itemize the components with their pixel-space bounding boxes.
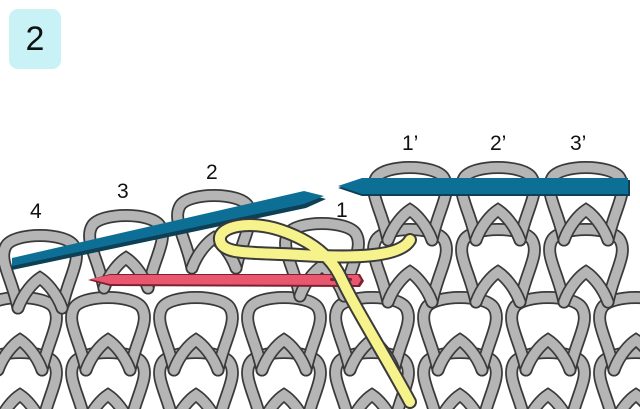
stitch-label-2: 2 — [206, 161, 218, 184]
step-number: 2 — [25, 20, 45, 58]
fabric-stitch-row2 — [72, 298, 145, 371]
fabric-stitch-row2 — [424, 298, 497, 371]
tapestry-needle — [88, 274, 364, 287]
stitch-label-4: 4 — [30, 200, 42, 223]
fabric-stitch-row2 — [160, 298, 233, 371]
left-needle — [12, 191, 326, 270]
stitch-label-3: 3 — [117, 180, 129, 203]
fabric-stitch-row2 — [512, 298, 585, 371]
knitted-fabric — [0, 168, 640, 409]
stitch-label-2-prime: 2’ — [490, 132, 507, 155]
stitch-label-1-prime: 1’ — [402, 132, 419, 155]
fabric-stitch-row2 — [600, 298, 640, 371]
step-badge: 2 — [9, 9, 61, 69]
working-yarn — [213, 218, 417, 409]
fabric-stitch-row2 — [248, 298, 321, 371]
right-needle — [338, 178, 630, 196]
stitch-label-3-prime: 3’ — [570, 132, 587, 155]
stitch-label-1: 1 — [336, 199, 348, 222]
